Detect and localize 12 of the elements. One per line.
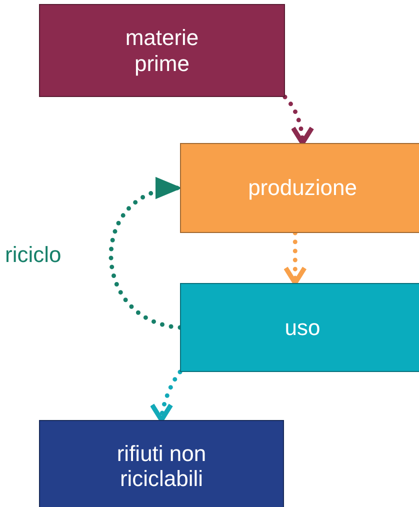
process-box <box>180 143 419 233</box>
dotted-arrow <box>282 94 314 146</box>
box-label: rifiuti non riciclabili <box>116 440 208 492</box>
box-label: produzione <box>248 175 357 201</box>
dotted-arrow <box>108 180 182 330</box>
box-label: uso <box>284 314 320 340</box>
process-box <box>39 420 284 507</box>
dotted-arrow <box>150 370 182 422</box>
process-box <box>39 4 285 97</box>
box-label: materie prime <box>124 25 200 76</box>
process-box <box>180 283 419 372</box>
dotted-arrow <box>283 230 307 286</box>
